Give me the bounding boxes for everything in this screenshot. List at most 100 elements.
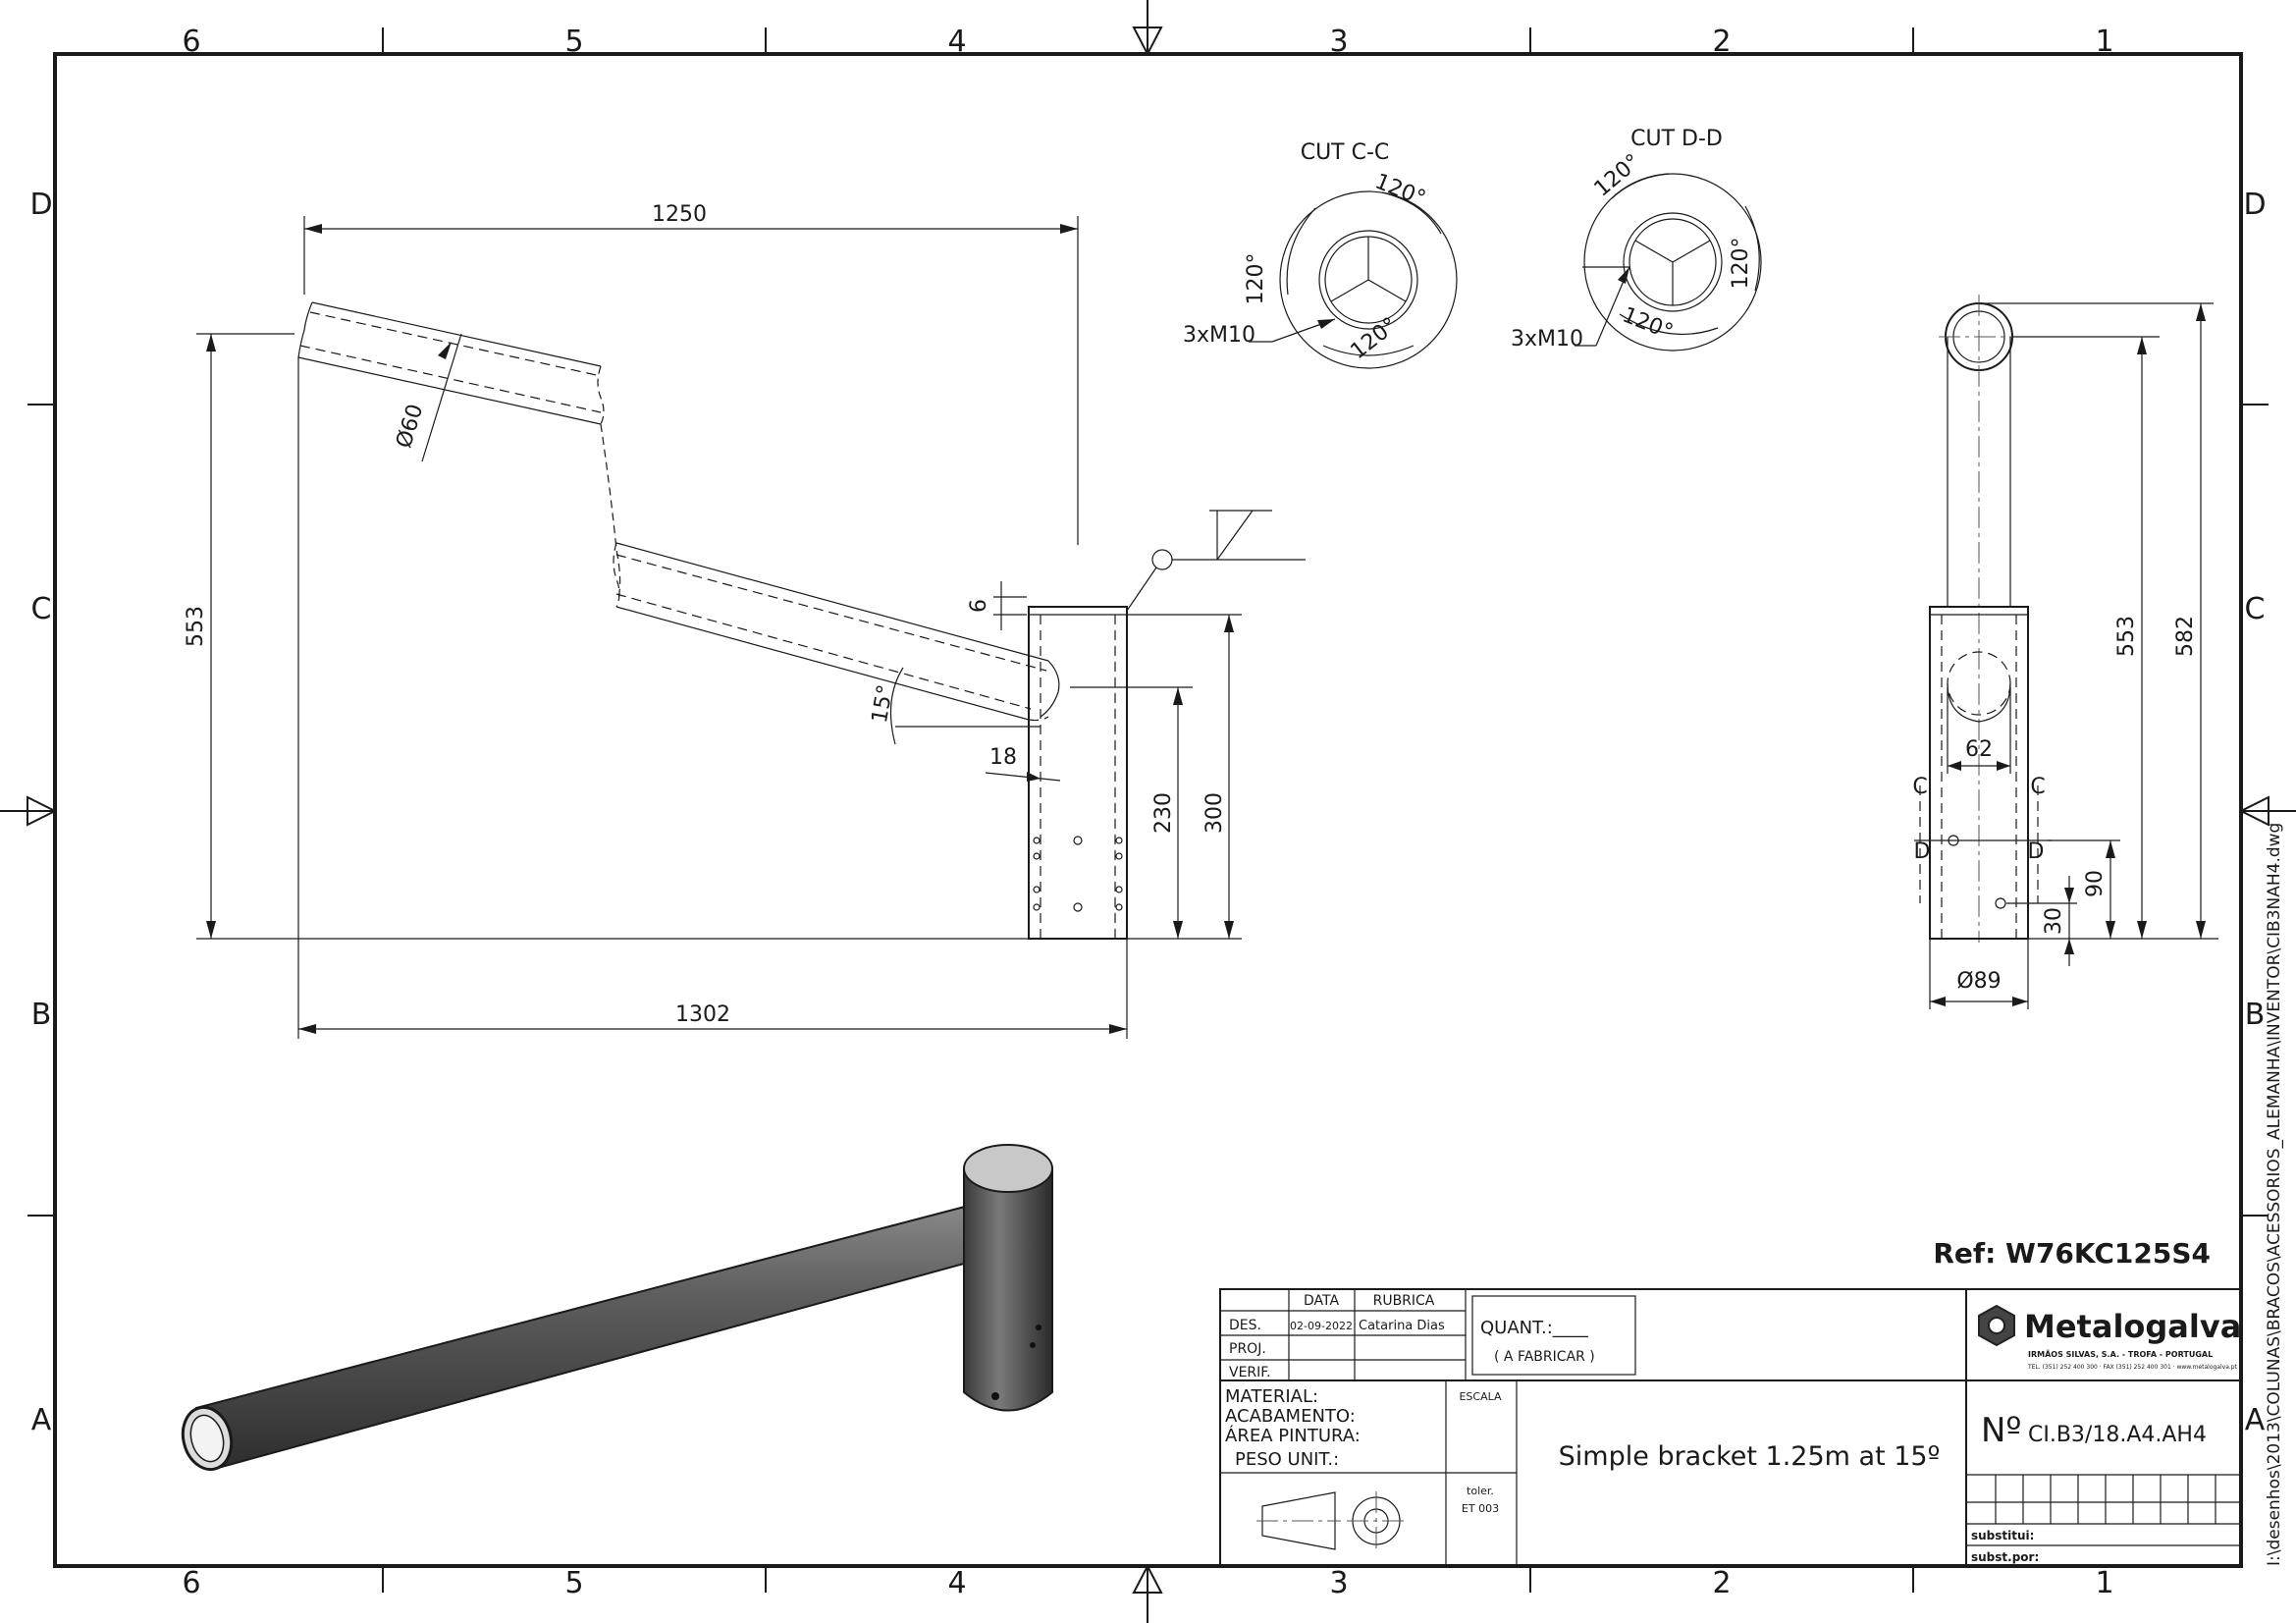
tb-company-name: Metalogalva xyxy=(2024,1308,2241,1345)
section-mark-c-left: C xyxy=(1912,775,1927,799)
dim-90-label: 90 xyxy=(2083,870,2108,897)
dim-1250-label: 1250 xyxy=(652,202,707,227)
dim-6-label: 6 xyxy=(967,599,991,613)
section-mark-d-left: D xyxy=(1914,839,1931,864)
zone-row-d-left: D xyxy=(29,188,52,222)
dim-582-label: 582 xyxy=(2173,616,2198,657)
dimension-582: 582 xyxy=(1979,302,2214,939)
tb-company-sub: IRMÃOS SILVAS, S.A. - TROFA - PORTUGAL xyxy=(2028,1349,2213,1359)
centering-mark-left xyxy=(0,795,58,827)
zone-col-4-bottom: 4 xyxy=(947,1566,966,1600)
dim-30-label: 30 xyxy=(2042,907,2066,935)
weld-symbol xyxy=(1126,510,1306,612)
dim-1302-label: 1302 xyxy=(675,1002,730,1027)
dimension-18: 18 xyxy=(985,745,1061,782)
dim-553-left-label: 553 xyxy=(184,606,208,647)
zone-col-3-top: 3 xyxy=(1329,25,1348,59)
dimension-230: 230 xyxy=(1070,686,1242,940)
zone-col-6-top: 6 xyxy=(182,25,200,59)
zone-labels: 6 5 4 3 2 1 6 5 4 3 2 1 D C B A D C B A xyxy=(29,25,2266,1600)
tb-row-verif: VERIF. xyxy=(1229,1365,1271,1380)
title-block: DATA RUBRICA DES. PROJ. VERIF. 02-09-202… xyxy=(1219,1288,2242,1567)
dim-230-label: 230 xyxy=(1151,792,1176,834)
zone-col-4-top: 4 xyxy=(947,25,966,59)
dimension-553-left: 553 xyxy=(184,333,1029,940)
tb-row-proj: PROJ. xyxy=(1229,1341,1266,1357)
file-path: I:\desenhos\2013\COLUNAS\BRACOS\ACESSORI… xyxy=(2265,823,2284,1566)
dimension-1250: 1250 xyxy=(303,202,1079,545)
dimension-300: 300 xyxy=(1127,614,1242,939)
tb-material: MATERIAL: xyxy=(1225,1386,1318,1407)
front-view: 1250 553 Ø60 6 15° xyxy=(184,202,1306,1039)
centering-mark-top xyxy=(1132,0,1163,57)
tb-escala: ESCALA xyxy=(1459,1390,1502,1403)
isometric-view xyxy=(181,1144,1053,1472)
tb-toler-code: ET 003 xyxy=(1462,1502,1499,1515)
dimension-62: 62 xyxy=(1947,687,2011,774)
tb-col-rubrica: RUBRICA xyxy=(1373,1293,1435,1309)
zone-col-1-bottom: 1 xyxy=(2095,1566,2113,1600)
zone-col-6-bottom: 6 xyxy=(182,1566,200,1600)
tb-number-prefix: Nº xyxy=(1981,1411,2021,1450)
cut-c-angle-a: 120° xyxy=(1371,169,1429,211)
zone-col-2-top: 2 xyxy=(1712,25,1731,59)
zone-col-5-bottom: 5 xyxy=(564,1566,583,1600)
tb-substitui: substitui: xyxy=(1971,1529,2034,1542)
tb-description: Simple bracket 1.25m at 15º xyxy=(1559,1441,1941,1472)
dim-angle-15-label: 15° xyxy=(868,682,898,725)
section-cut-d: CUT D-D 120° 120° 120° 3xM10 xyxy=(1511,127,1762,352)
drawing-reference: Ref: W76KC125S4 xyxy=(1933,1237,2211,1270)
tb-quant-label: QUANT.:____ xyxy=(1480,1318,1589,1338)
cut-c-angle-b: 120° xyxy=(1244,253,1268,305)
cut-d-angle-b: 120° xyxy=(1729,238,1753,290)
zone-col-1-top: 1 xyxy=(2095,25,2113,59)
projection-symbol xyxy=(1256,1491,1406,1550)
tb-company-contact: TEL. (351) 252 400 300 · FAX (351) 252 4… xyxy=(2027,1364,2238,1371)
zone-col-5-top: 5 xyxy=(564,25,583,59)
tb-col-data: DATA xyxy=(1304,1293,1339,1309)
tb-number: CI.B3/18.A4.AH4 xyxy=(2028,1423,2207,1447)
cut-d-angle-c: 120° xyxy=(1619,302,1677,345)
dimension-diameter-89: Ø89 xyxy=(1929,939,2029,1009)
zone-row-b-right: B xyxy=(2245,998,2266,1032)
dimension-90: 90 xyxy=(2048,839,2120,939)
dim-18-label: 18 xyxy=(989,745,1017,770)
tb-des-name: Catarina Dias xyxy=(1359,1319,1445,1333)
dimension-553-side: 553 xyxy=(2012,336,2218,940)
tb-acabamento: ACABAMENTO: xyxy=(1225,1406,1356,1427)
cut-d-title: CUT D-D xyxy=(1630,127,1723,151)
zone-row-b-left: B xyxy=(31,998,52,1032)
tb-quant-note: ( A FABRICAR ) xyxy=(1494,1349,1595,1365)
dim-diameter-60-label: Ø60 xyxy=(392,402,428,452)
centering-mark-bottom xyxy=(1132,1563,1163,1623)
tb-row-des: DES. xyxy=(1229,1318,1261,1333)
zone-row-a-right: A xyxy=(2245,1403,2266,1437)
dimension-6: 6 xyxy=(967,581,1027,630)
cut-c-title: CUT C-C xyxy=(1301,140,1390,165)
tb-des-date: 02-09-2022 xyxy=(1290,1320,1353,1332)
side-view: C C D D 62 553 582 xyxy=(1912,295,2218,1009)
dimension-angle-15: 15° xyxy=(868,667,1041,745)
dim-553-side-label: 553 xyxy=(2114,616,2139,657)
tb-area-pintura: ÁREA PINTURA: xyxy=(1225,1425,1361,1446)
cut-c-holes: 3xM10 xyxy=(1183,323,1255,348)
company-logo xyxy=(1978,1304,2015,1347)
dimension-diameter-60: Ø60 xyxy=(392,333,462,462)
zone-row-c-right: C xyxy=(2245,592,2266,626)
zone-row-d-right: D xyxy=(2243,188,2266,222)
dim-62-label: 62 xyxy=(1965,737,1993,762)
cut-d-holes: 3xM10 xyxy=(1511,327,1583,352)
centering-mark-right xyxy=(2238,795,2296,827)
zone-col-3-bottom: 3 xyxy=(1329,1566,1348,1600)
dim-diameter-89-label: Ø89 xyxy=(1956,969,2001,994)
section-mark-d-right: D xyxy=(2028,839,2045,864)
dimension-1302: 1302 xyxy=(297,357,1128,1039)
tb-peso: PESO UNIT.: xyxy=(1235,1449,1339,1470)
zone-row-c-left: C xyxy=(31,592,52,626)
zone-col-2-bottom: 2 xyxy=(1712,1566,1731,1600)
dim-300-label: 300 xyxy=(1202,792,1227,834)
tb-subst-por: subst.por: xyxy=(1971,1550,2039,1564)
section-cut-c: CUT C-C 120° 120° 120° 3xM10 xyxy=(1183,140,1458,369)
